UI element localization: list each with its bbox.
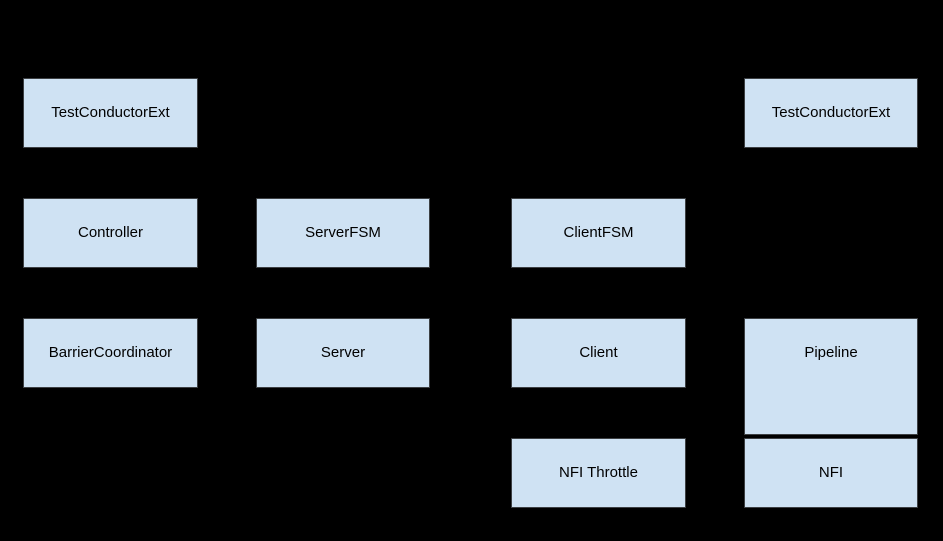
- node-nfi-throttle: NFI Throttle: [511, 438, 686, 508]
- node-label: NFI: [818, 464, 844, 481]
- node-label: Server: [320, 344, 366, 361]
- node-label: ServerFSM: [305, 224, 381, 241]
- node-server: Server: [256, 318, 430, 388]
- node-label: TestConductorExt: [51, 104, 170, 121]
- node-clientfsm: ClientFSM: [511, 198, 686, 268]
- node-label: Client: [579, 344, 618, 361]
- node-label: BarrierCoordinator: [48, 344, 173, 361]
- node-barriercoordinator: BarrierCoordinator: [23, 318, 198, 388]
- node-testconductorext-right: TestConductorExt: [744, 78, 918, 148]
- node-label: ClientFSM: [563, 224, 634, 241]
- node-pipeline: Pipeline: [744, 318, 918, 435]
- node-serverfsm: ServerFSM: [256, 198, 430, 268]
- node-label: NFI Throttle: [559, 464, 638, 481]
- node-testconductorext-left: TestConductorExt: [23, 78, 198, 148]
- node-nfi: NFI: [744, 438, 918, 508]
- node-controller: Controller: [23, 198, 198, 268]
- node-label: Pipeline: [804, 344, 858, 361]
- node-label: TestConductorExt: [771, 104, 891, 121]
- node-label: Controller: [77, 224, 144, 241]
- node-client: Client: [511, 318, 686, 388]
